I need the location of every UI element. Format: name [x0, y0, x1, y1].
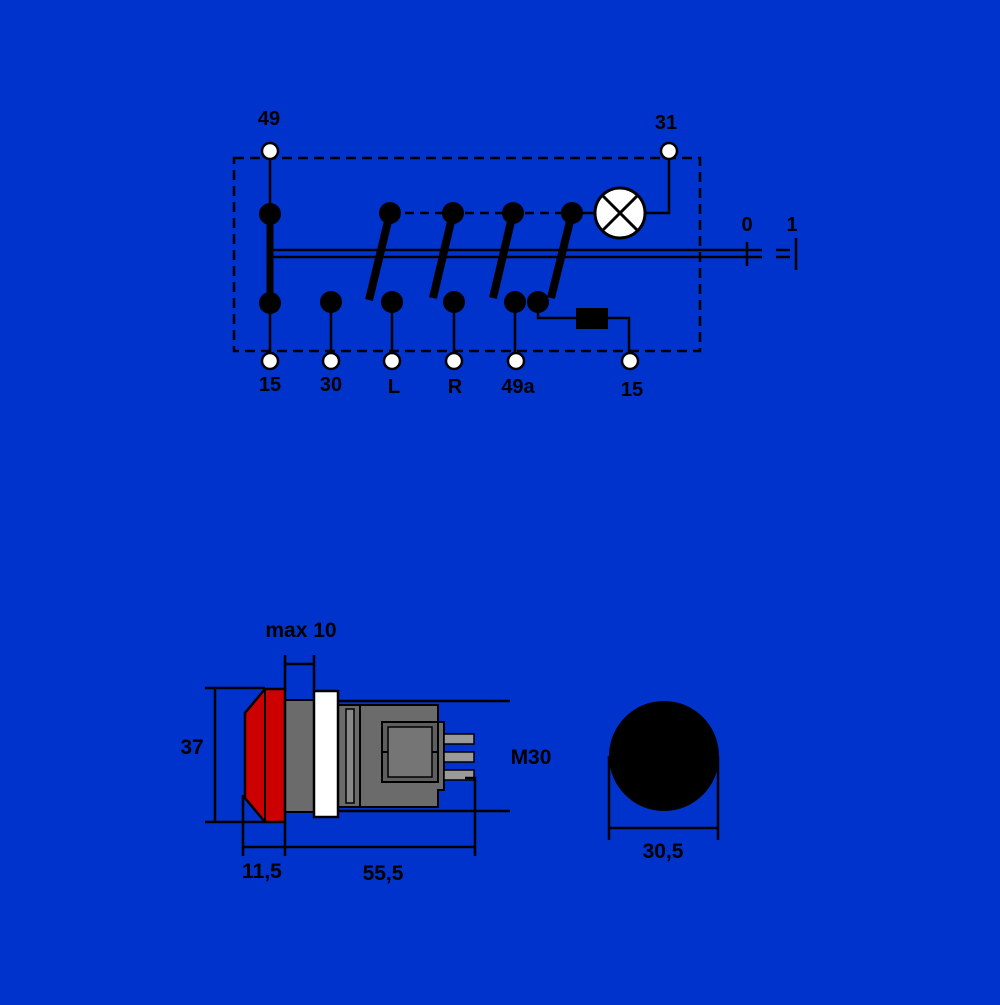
label-terminal-15-right: 15 [621, 379, 643, 401]
contact-dot [259, 292, 281, 314]
contact-dot [527, 291, 549, 313]
contact-dot [442, 202, 464, 224]
white-washer [312, 689, 340, 819]
switch-front-view [607, 701, 720, 840]
terminal-15-right [620, 351, 640, 371]
label-terminal-15-left: 15 [259, 374, 281, 396]
contact-dot [504, 291, 526, 313]
lamp-cross-icon [593, 186, 647, 240]
front-view-disk [609, 701, 719, 811]
label-diameter-30-5: 30,5 [643, 840, 684, 863]
dimension-lines [205, 655, 477, 856]
label-length-55-5: 55,5 [363, 862, 404, 885]
contact-dots [259, 202, 583, 314]
wire-lamp-31 [644, 151, 671, 215]
wiring-labels: 49 31 0 1 15 30 L R 49a 15 [258, 108, 798, 401]
contact-dot [381, 291, 403, 313]
label-terminal-R: R [448, 376, 463, 398]
terminal-30 [321, 351, 341, 371]
terminal-31 [659, 141, 679, 161]
wiring-diagram [232, 141, 798, 371]
label-max-10: max 10 [265, 619, 336, 642]
collar [284, 699, 319, 813]
label-depth-11-5: 11,5 [242, 860, 282, 883]
body-rib [345, 708, 355, 804]
dimension-labels: 37 max 10 11,5 55,5 M30 30,5 [180, 619, 683, 885]
label-thread-m30: M30 [511, 746, 552, 769]
switch-blade-3 [489, 212, 517, 299]
label-terminal-30: 30 [320, 374, 342, 396]
rear-pin-middle [443, 751, 475, 763]
contact-dot [561, 202, 583, 224]
terminals [260, 141, 679, 371]
label-terminal-49a: 49a [501, 376, 535, 398]
switch-blade-4 [547, 212, 576, 299]
resistor-icon [576, 308, 608, 329]
terminal-15-left [260, 351, 280, 371]
label-terminal-49: 49 [258, 108, 280, 130]
contact-dot [379, 202, 401, 224]
switch-blade-1 [365, 212, 394, 301]
label-position-0: 0 [741, 214, 752, 236]
rear-pin-top [443, 733, 475, 745]
housing-outline [232, 156, 702, 353]
terminal-R [444, 351, 464, 371]
switch-blade-2 [429, 212, 457, 299]
contact-dot [320, 291, 342, 313]
terminal-49 [260, 141, 280, 161]
terminal-49a [506, 351, 526, 371]
wire-resistor-out [607, 316, 631, 360]
body-insert [387, 726, 433, 778]
contact-dot [443, 291, 465, 313]
label-height-37: 37 [180, 736, 203, 759]
terminal-L [382, 351, 402, 371]
rear-pin-bottom [443, 769, 475, 781]
switch-side-view [243, 687, 510, 824]
label-terminal-L: L [388, 376, 400, 398]
contact-dot [259, 203, 281, 225]
contact-dot [502, 202, 524, 224]
dim-555-ext-right [465, 776, 477, 856]
label-position-1: 1 [786, 214, 797, 236]
label-terminal-31: 31 [655, 112, 677, 134]
